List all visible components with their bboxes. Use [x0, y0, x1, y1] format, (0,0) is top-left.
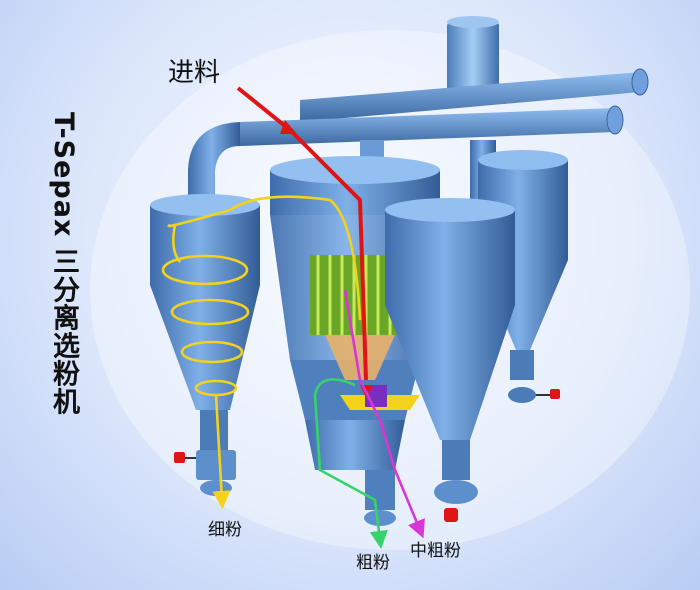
medium-coarse-powder-label: 中粗粉	[410, 541, 461, 561]
front-right-cyclone	[385, 198, 515, 522]
coarse-powder-label: 粗粉	[356, 553, 390, 573]
page-title: T-Sepax 三分离选粉机	[48, 112, 79, 416]
left-cyclone	[150, 194, 260, 496]
feed-label: 进料	[168, 58, 221, 88]
coarse-powder-flow	[313, 378, 388, 550]
medium-coarse-powder-flow	[343, 289, 425, 539]
fine-powder-label: 细粉	[208, 520, 242, 540]
fine-powder-flow	[161, 195, 362, 510]
